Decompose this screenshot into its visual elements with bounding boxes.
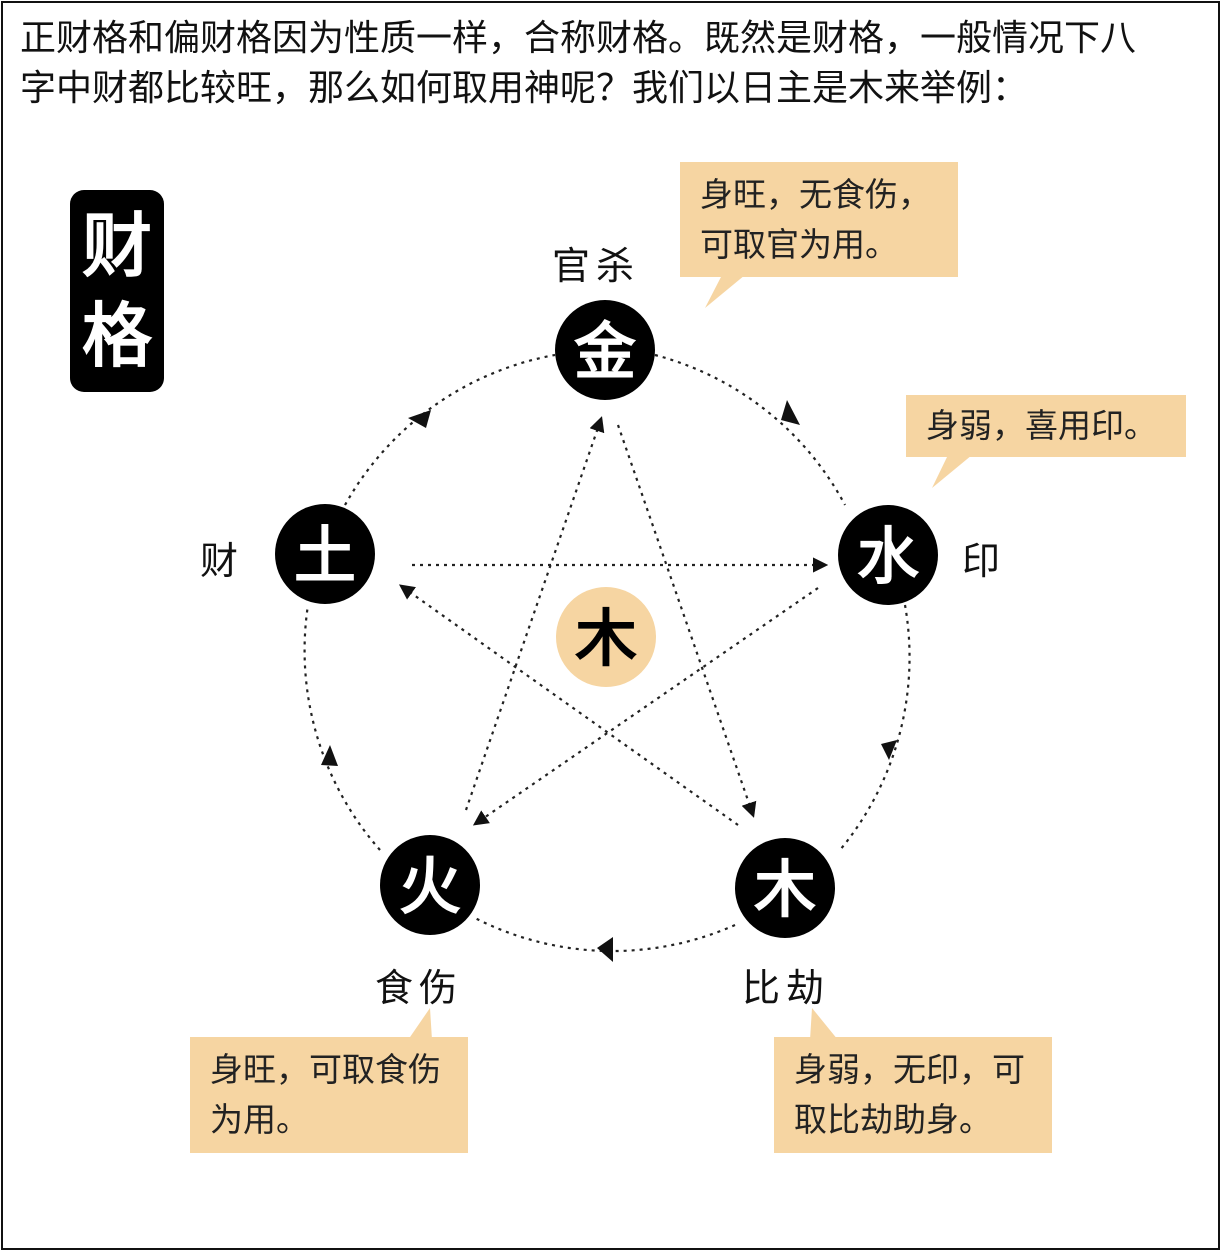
note-wood-line-2: 取比劫助身。 [794, 1100, 992, 1139]
node-fire-char: 火 [399, 850, 461, 923]
node-water: 水 [838, 505, 938, 605]
note-metal-line-2: 可取官为用。 [700, 225, 898, 264]
node-wood-char: 木 [754, 853, 816, 926]
intro-line-2: 字中财都比较旺，那么如何取用神呢？我们以日主是木来举例： [20, 68, 1029, 109]
note-metal-line-1: 身旺，无食伤， [700, 175, 931, 214]
note-tail-wood [810, 1008, 838, 1040]
arc-wood-to-fire [474, 917, 736, 953]
note-tails [408, 275, 972, 1040]
title-char-2: 格 [82, 294, 152, 377]
label-fire: 食伤 [375, 966, 464, 1010]
arc-water-to-wood [839, 604, 911, 851]
node-water-char: 水 [857, 520, 920, 593]
generation-cycle [303, 353, 911, 953]
center-char: 木 [575, 602, 637, 675]
arrowhead-wood-fire [597, 937, 613, 962]
note-tail-metal [705, 275, 745, 308]
arrowhead-water-wood [881, 740, 897, 760]
label-metal: 官杀 [552, 244, 641, 288]
node-earth: 土 [275, 504, 375, 604]
note-tail-fire [408, 1008, 432, 1040]
note-water: 身弱，喜用印。 [906, 395, 1186, 457]
title-char-1: 财 [82, 204, 152, 287]
node-wood: 木 [735, 838, 835, 938]
arc-earth-to-metal [344, 353, 556, 506]
center-node: 木 [556, 587, 656, 687]
title-badge: 财 格 [70, 190, 164, 392]
label-earth: 财 [200, 539, 245, 583]
arrowhead-metal-water [781, 400, 800, 425]
note-fire: 身旺，可取食伤 为用。 [190, 1037, 468, 1153]
arrowhead-earth-metal [408, 410, 431, 428]
arc-fire-to-earth [303, 604, 381, 851]
note-metal: 身旺，无食伤， 可取官为用。 [680, 162, 958, 277]
intro-line-1: 正财格和偏财格因为性质一样，合称财格。既然是财格，一般情况下八 [20, 18, 1137, 59]
node-metal: 金 [555, 300, 655, 400]
note-fire-line-2: 为用。 [210, 1100, 309, 1139]
node-metal-char: 金 [573, 315, 637, 388]
node-fire: 火 [380, 835, 480, 935]
note-water-line-1: 身弱，喜用印。 [926, 406, 1157, 445]
cycle-arrowheads [321, 400, 897, 962]
label-wood: 比劫 [742, 966, 831, 1010]
note-fire-line-1: 身旺，可取食伤 [210, 1050, 441, 1089]
label-water: 印 [962, 539, 1007, 583]
note-wood: 身弱，无印，可 取比劫助身。 [774, 1037, 1052, 1153]
arc-metal-to-water [654, 353, 846, 506]
note-tail-water [932, 455, 972, 488]
arrowhead-fire-earth [321, 745, 338, 766]
intro-text: 正财格和偏财格因为性质一样，合称财格。既然是财格，一般情况下八 字中财都比较旺，… [20, 14, 1210, 114]
node-earth-char: 土 [294, 519, 356, 592]
note-wood-line-1: 身弱，无印，可 [794, 1050, 1025, 1089]
